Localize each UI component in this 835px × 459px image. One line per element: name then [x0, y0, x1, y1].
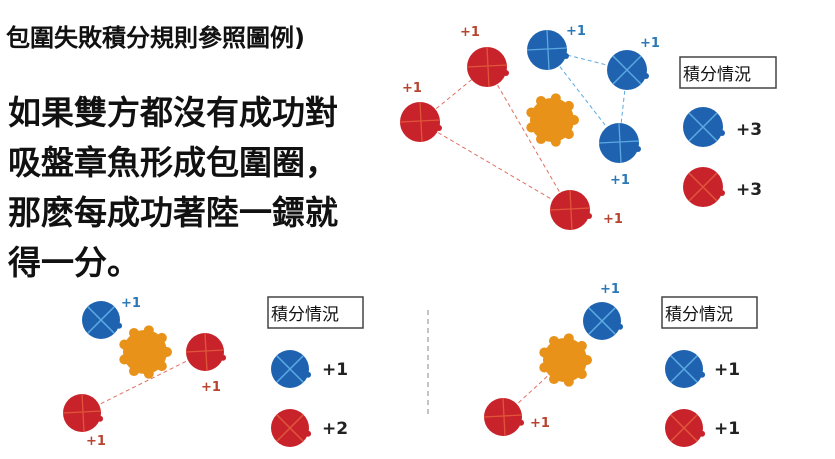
octopus-suction-target	[539, 333, 592, 387]
red-dart-puck	[483, 397, 525, 437]
legend-blue-puck	[271, 350, 312, 388]
dart-link-line	[618, 69, 628, 144]
blue-score: +3	[736, 120, 762, 140]
rule-description: 如果雙方都沒有成功對 吸盤章魚形成包圍圈， 那麽每成功著陸一鏢就 得一分。	[8, 88, 338, 288]
rule-line: 如果雙方都沒有成功對	[8, 93, 338, 132]
legend-red-puck	[271, 409, 312, 447]
red-dart-label: +1	[603, 212, 623, 227]
octopus-suction-target	[526, 93, 579, 147]
blue-dart-puck	[583, 302, 624, 340]
blue-dart-puck	[526, 29, 569, 71]
red-dart-label: +1	[402, 81, 422, 96]
red-score: +1	[714, 419, 740, 439]
octopus-suction-target	[119, 325, 172, 379]
blue-dart-label: +1	[610, 173, 630, 188]
legend-blue-puck	[683, 107, 725, 147]
legend-box	[679, 56, 777, 89]
red-dart-puck	[185, 332, 227, 372]
legend-title: 積分情況	[271, 305, 339, 325]
blue-dart-puck	[598, 122, 641, 164]
legend-red-puck	[665, 409, 706, 447]
red-dart-label: +1	[201, 380, 221, 395]
legend-red-puck	[683, 167, 725, 207]
red-dart-label: +1	[460, 25, 480, 40]
blue-dart-puck	[82, 301, 123, 339]
blue-dart-label: +1	[640, 36, 660, 51]
legend-title: 積分情況	[683, 65, 751, 85]
dart-link-line	[81, 351, 206, 414]
blue-dart-label: +1	[566, 24, 586, 39]
blue-score: +1	[322, 360, 348, 380]
rule-line: 吸盤章魚形成包圍圈，	[8, 143, 338, 182]
red-dart-label: +1	[86, 434, 106, 449]
rule-line: 得一分。	[8, 243, 140, 282]
blue-dart-label: +1	[121, 296, 141, 311]
blue-score: +1	[714, 360, 740, 380]
red-dart-puck	[399, 101, 442, 143]
rule-line: 那麽每成功著陸一鏢就	[8, 193, 338, 232]
red-dart-puck	[62, 393, 104, 433]
blue-dart-label: +1	[600, 282, 620, 297]
legend-title: 積分情況	[665, 305, 733, 325]
blue-dart-puck	[607, 50, 649, 90]
slide-title: 包圍失敗積分規則參照圖例)	[6, 24, 305, 52]
legend-blue-puck	[665, 350, 706, 388]
red-dart-label: +1	[530, 416, 550, 431]
red-dart-puck	[549, 189, 592, 231]
red-dart-puck	[466, 46, 509, 88]
legend-box	[267, 296, 364, 329]
dart-link-line	[419, 121, 571, 211]
legend-box	[661, 296, 758, 329]
red-score: +2	[322, 419, 348, 439]
red-score: +3	[736, 180, 762, 200]
